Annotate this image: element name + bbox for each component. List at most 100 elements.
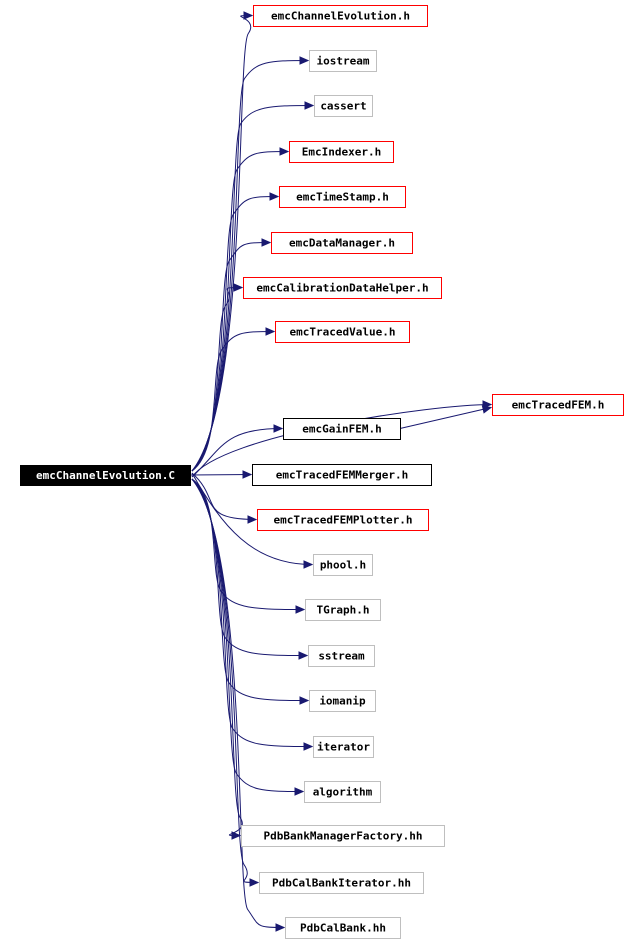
include-node-algorithm-box: [304, 781, 381, 803]
include-node-tgraph-h[interactable]: TGraph.h: [305, 599, 381, 621]
include-node-emctimestamp-h-label: emcTimeStamp.h: [296, 191, 389, 204]
edge-src-to-n15: [191, 478, 308, 656]
include-node-iterator-label: iterator: [317, 741, 370, 754]
include-node-emctracedfemplotter-h-label: emcTracedFEMPlotter.h: [273, 514, 412, 527]
include-node-emccalibrationdatahelper-h-box: [243, 277, 442, 299]
arrowhead-n15: [298, 651, 309, 660]
arrowhead-n20: [249, 878, 260, 887]
include-node-iterator[interactable]: iterator: [313, 736, 374, 758]
include-node-emcgainfem-h-box: [283, 418, 401, 440]
arrowhead-n11: [242, 470, 253, 479]
edge-src-to-n10: [191, 428, 283, 478]
arrowhead-n9: [481, 405, 493, 414]
arrowhead-n8: [265, 327, 276, 336]
include-node-emctracedfem-h-label: emcTracedFEM.h: [512, 399, 605, 412]
include-node-phool-h-box: [313, 554, 373, 576]
nodes-layer: emcChannelEvolution.C emcChannelEvolution…: [20, 5, 624, 939]
arrowhead-n3: [304, 101, 315, 110]
source-file-node-box: [20, 465, 191, 486]
include-node-phool-h-label: phool.h: [320, 559, 366, 572]
include-node-emcgainfem-h[interactable]: emcGainFEM.h: [283, 418, 401, 440]
include-node-cassert-label: cassert: [320, 100, 366, 113]
include-node-emcchannelevolution-h-box: [253, 5, 428, 27]
source-file-node-label: emcChannelEvolution.C: [36, 469, 175, 482]
include-node-emcdatamanager-h-label: emcDataManager.h: [289, 237, 395, 250]
arrowhead-n21: [275, 923, 286, 932]
include-node-emctracedfem-h-box: [492, 394, 624, 416]
include-node-sstream-box: [308, 645, 375, 667]
include-node-emctracedfemmerger-h-box: [252, 464, 432, 486]
include-node-emctimestamp-h-box: [279, 186, 406, 208]
include-node-pdbcalbankiterator-hh-box: [259, 872, 424, 894]
arrowhead-n6: [261, 238, 272, 247]
include-node-cassert-box: [314, 95, 373, 117]
include-node-pdbcalbankiterator-hh[interactable]: PdbCalBankIterator.hh: [259, 872, 424, 894]
arrowhead-n10: [273, 424, 284, 433]
include-node-emccalibrationdatahelper-h-label: emcCalibrationDataHelper.h: [256, 282, 428, 295]
include-node-cassert[interactable]: cassert: [314, 95, 373, 117]
include-node-phool-h[interactable]: phool.h: [313, 554, 373, 576]
include-node-emcindexer-h-box: [289, 141, 394, 163]
include-node-emctracedfemplotter-h-box: [257, 509, 429, 531]
include-node-emctracedfemmerger-h[interactable]: emcTracedFEMMerger.h: [252, 464, 432, 486]
include-node-emcchannelevolution-h[interactable]: emcChannelEvolution.h: [253, 5, 428, 27]
arrowhead-n19: [231, 831, 242, 840]
include-node-emctracedvalue-h-box: [275, 321, 410, 343]
arrowhead-n16: [299, 696, 310, 705]
include-node-emctracedvalue-h[interactable]: emcTracedValue.h: [275, 321, 410, 343]
include-node-pdbbankmanagerfactory-hh-label: PdbBankManagerFactory.hh: [264, 830, 423, 843]
edge-src-to-n21: [191, 478, 285, 928]
edge-src-to-n11: [189, 474, 252, 476]
include-node-emctracedfem-h[interactable]: emcTracedFEM.h: [492, 394, 624, 416]
include-node-emccalibrationdatahelper-h[interactable]: emcCalibrationDataHelper.h: [243, 277, 442, 299]
arrowhead-n14: [295, 605, 306, 614]
include-node-pdbbankmanagerfactory-hh-box: [241, 825, 445, 847]
arrowhead-n7: [233, 283, 244, 292]
arrowhead-n12: [247, 515, 258, 524]
include-node-iomanip[interactable]: iomanip: [309, 690, 376, 712]
include-node-tgraph-h-label: TGraph.h: [317, 604, 370, 617]
include-node-iostream-label: iostream: [317, 55, 370, 68]
include-node-pdbbankmanagerfactory-hh[interactable]: PdbBankManagerFactory.hh: [241, 825, 445, 847]
include-node-iterator-box: [313, 736, 374, 758]
include-node-sstream[interactable]: sstream: [308, 645, 375, 667]
include-node-emcgainfem-h-label: emcGainFEM.h: [302, 423, 381, 436]
include-node-emcindexer-h-label: EmcIndexer.h: [302, 146, 381, 159]
arrowhead-n5: [269, 192, 280, 201]
edge-src-to-n2: [191, 60, 309, 472]
include-node-algorithm-label: algorithm: [313, 786, 373, 799]
arrowhead-n18: [294, 787, 305, 796]
arrowhead-n2: [299, 56, 310, 65]
source-file-node[interactable]: emcChannelEvolution.C: [20, 465, 191, 486]
include-node-tgraph-h-box: [305, 599, 381, 621]
arrowhead-n1: [243, 11, 254, 20]
edge-src-to-n7: [191, 287, 243, 472]
include-node-emctimestamp-h[interactable]: emcTimeStamp.h: [279, 186, 406, 208]
edge-src-to-n5: [191, 196, 279, 472]
include-node-sstream-label: sstream: [318, 650, 365, 663]
include-node-pdbcalbank-hh-box: [285, 917, 401, 939]
include-node-pdbcalbank-hh-label: PdbCalBank.hh: [300, 922, 386, 935]
include-node-pdbcalbank-hh[interactable]: PdbCalBank.hh: [285, 917, 401, 939]
edge-src-to-n8: [191, 331, 275, 472]
include-node-emcindexer-h[interactable]: EmcIndexer.h: [289, 141, 394, 163]
include-node-iostream-box: [309, 50, 377, 72]
include-node-iomanip-label: iomanip: [319, 695, 366, 708]
include-node-emcchannelevolution-h-label: emcChannelEvolution.h: [271, 10, 410, 23]
edge-src-to-n4: [191, 151, 289, 472]
include-node-emcdatamanager-h-box: [271, 232, 413, 254]
edge-n10-to-n9: [399, 407, 492, 429]
include-node-algorithm[interactable]: algorithm: [304, 781, 381, 803]
include-node-emcdatamanager-h[interactable]: emcDataManager.h: [271, 232, 413, 254]
edge-src-to-n12: [191, 472, 257, 520]
include-node-emctracedfemplotter-h[interactable]: emcTracedFEMPlotter.h: [257, 509, 429, 531]
include-node-emctracedfemmerger-h-label: emcTracedFEMMerger.h: [276, 469, 408, 482]
include-node-iomanip-box: [309, 690, 376, 712]
include-node-emctracedvalue-h-label: emcTracedValue.h: [290, 326, 396, 339]
edge-src-to-n20: [191, 478, 259, 883]
include-node-pdbcalbankiterator-hh-label: PdbCalBankIterator.hh: [272, 877, 411, 890]
arrowhead-n17: [303, 742, 314, 751]
arrowhead-n13: [303, 560, 314, 569]
include-node-iostream[interactable]: iostream: [309, 50, 377, 72]
